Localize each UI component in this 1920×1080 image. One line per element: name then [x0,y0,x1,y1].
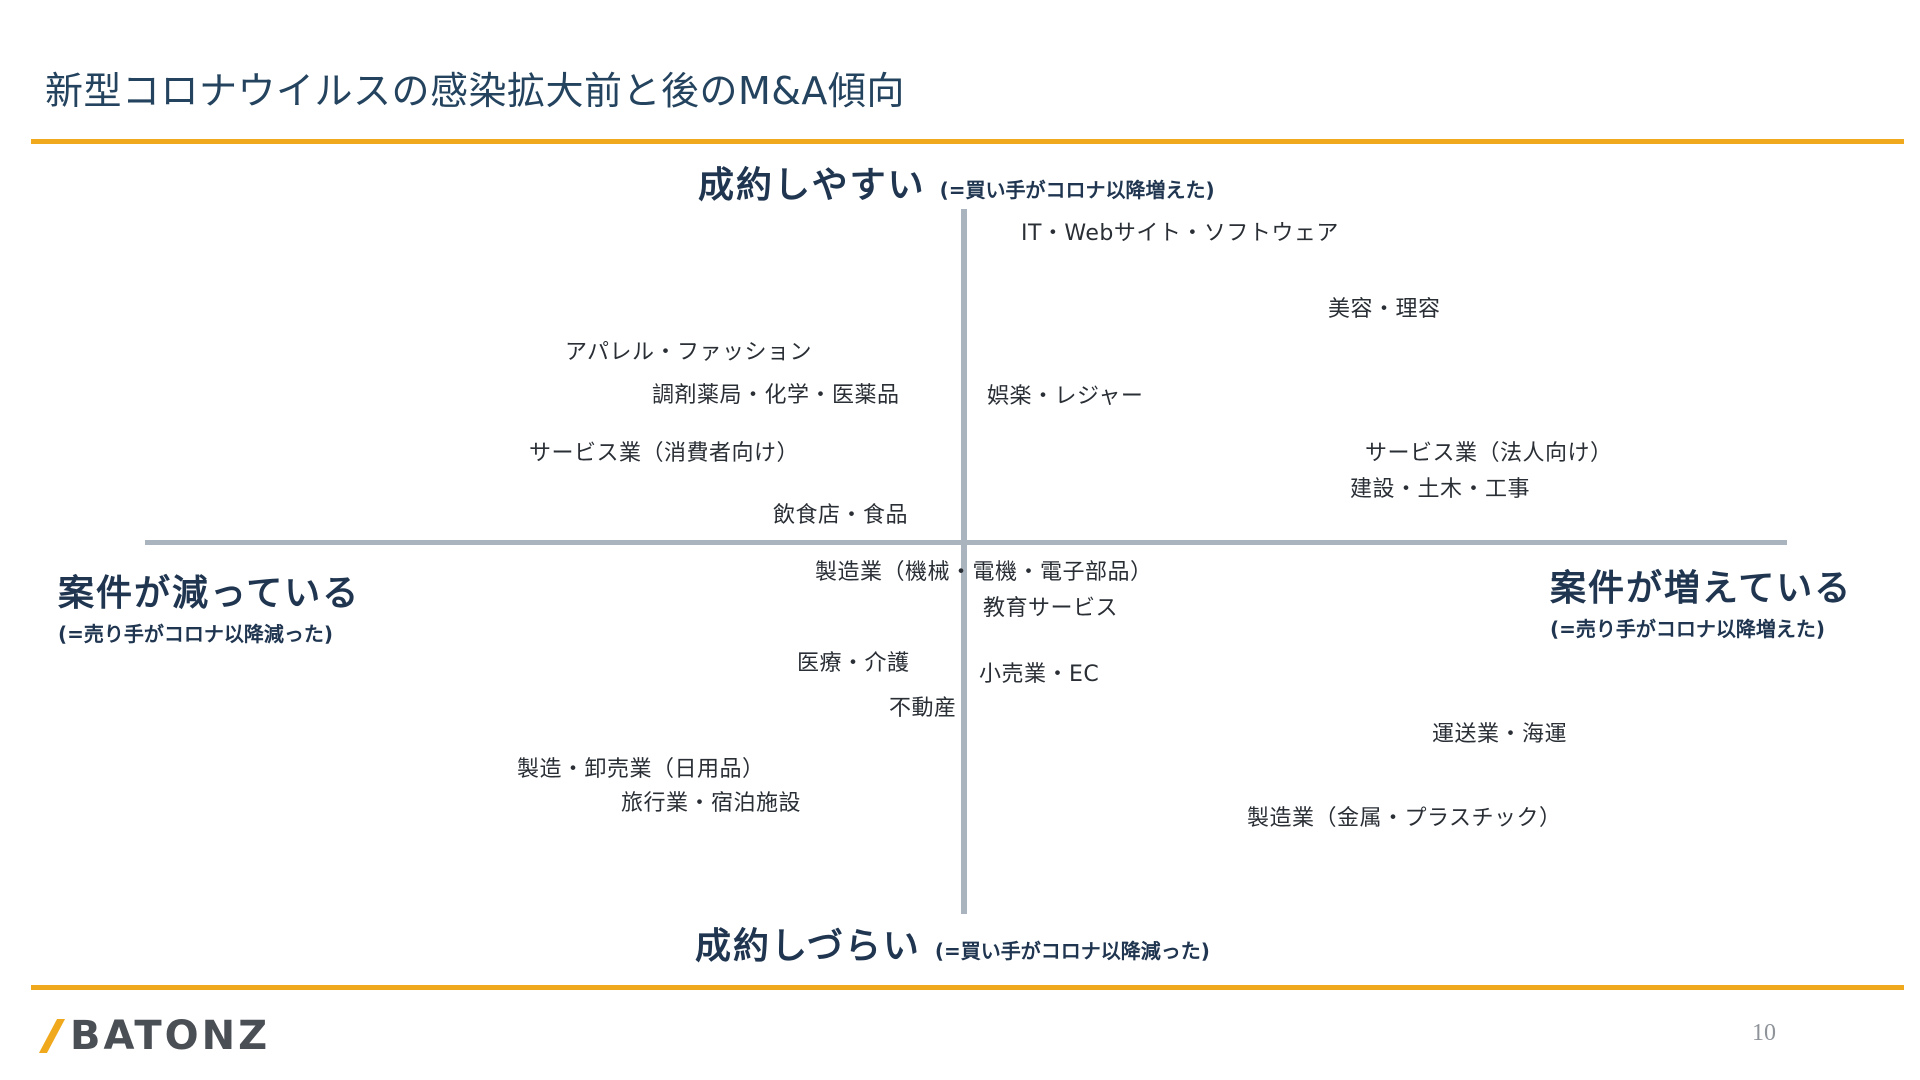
industry-restaurant-food: 飲食店・食品 [773,503,909,528]
axis-label-right-main: 案件が増えている [1550,568,1853,609]
logo-slash-icon [38,1019,66,1053]
industry-manufacturing-machinery: 製造業（機械・電機・電子部品） [815,560,1153,585]
axis-label-top-sub: (=買い手がコロナ以降増えた) [939,178,1215,202]
axis-label-bottom: 成約しづらい (=買い手がコロナ以降減った) [695,917,1210,969]
industry-construction: 建設・土木・工事 [1350,477,1531,502]
industry-travel-lodging: 旅行業・宿泊施設 [621,791,802,816]
axis-label-bottom-main: 成約しづらい [695,926,921,967]
industry-pharmacy-chemical: 調剤薬局・化学・医薬品 [652,383,900,408]
top-divider [31,139,1904,144]
industry-beauty-barber: 美容・理容 [1328,297,1441,322]
slide-title: 新型コロナウイルスの感染拡大前と後のM&A傾向 [45,69,905,113]
industry-medical-care: 医療・介護 [797,651,910,676]
industry-transport-shipping: 運送業・海運 [1432,722,1568,747]
industry-retail-ec: 小売業・EC [979,662,1100,687]
industry-consumer-services: サービス業（消費者向け） [529,441,800,466]
industry-apparel-fashion: アパレル・ファッション [565,340,813,365]
batonz-logo: BATONZ [38,1012,271,1060]
logo-text: BATONZ [70,1013,271,1059]
industry-manufacturing-wholesale-daily: 製造・卸売業（日用品） [517,757,765,782]
axis-label-right: 案件が増えている (=売り手がコロナ以降増えた) [1550,559,1852,642]
industry-real-estate: 不動産 [889,696,957,721]
page-number: 10 [1752,1020,1776,1046]
axis-label-top-main: 成約しやすい [698,165,926,206]
vertical-axis [961,209,967,914]
axis-label-bottom-sub: (=買い手がコロナ以降減った) [934,939,1210,963]
axis-label-right-sub: (=売り手がコロナ以降増えた) [1550,617,1826,641]
axis-label-top: 成約しやすい (=買い手がコロナ以降増えた) [698,156,1215,208]
axis-label-left: 案件が減っている (=売り手がコロナ以降減った) [58,564,360,647]
axis-label-left-main: 案件が減っている [58,573,361,614]
bottom-divider [31,985,1904,990]
industry-business-services: サービス業（法人向け） [1365,441,1613,466]
industry-manufacturing-metal-plastic: 製造業（金属・プラスチック） [1247,806,1562,831]
axis-label-left-sub: (=売り手がコロナ以降減った) [58,622,334,646]
industry-entertainment-leisure: 娯楽・レジャー [987,384,1144,409]
industry-it-web-software: IT・Webサイト・ソフトウェア [1021,221,1339,246]
industry-education-services: 教育サービス [983,596,1119,621]
